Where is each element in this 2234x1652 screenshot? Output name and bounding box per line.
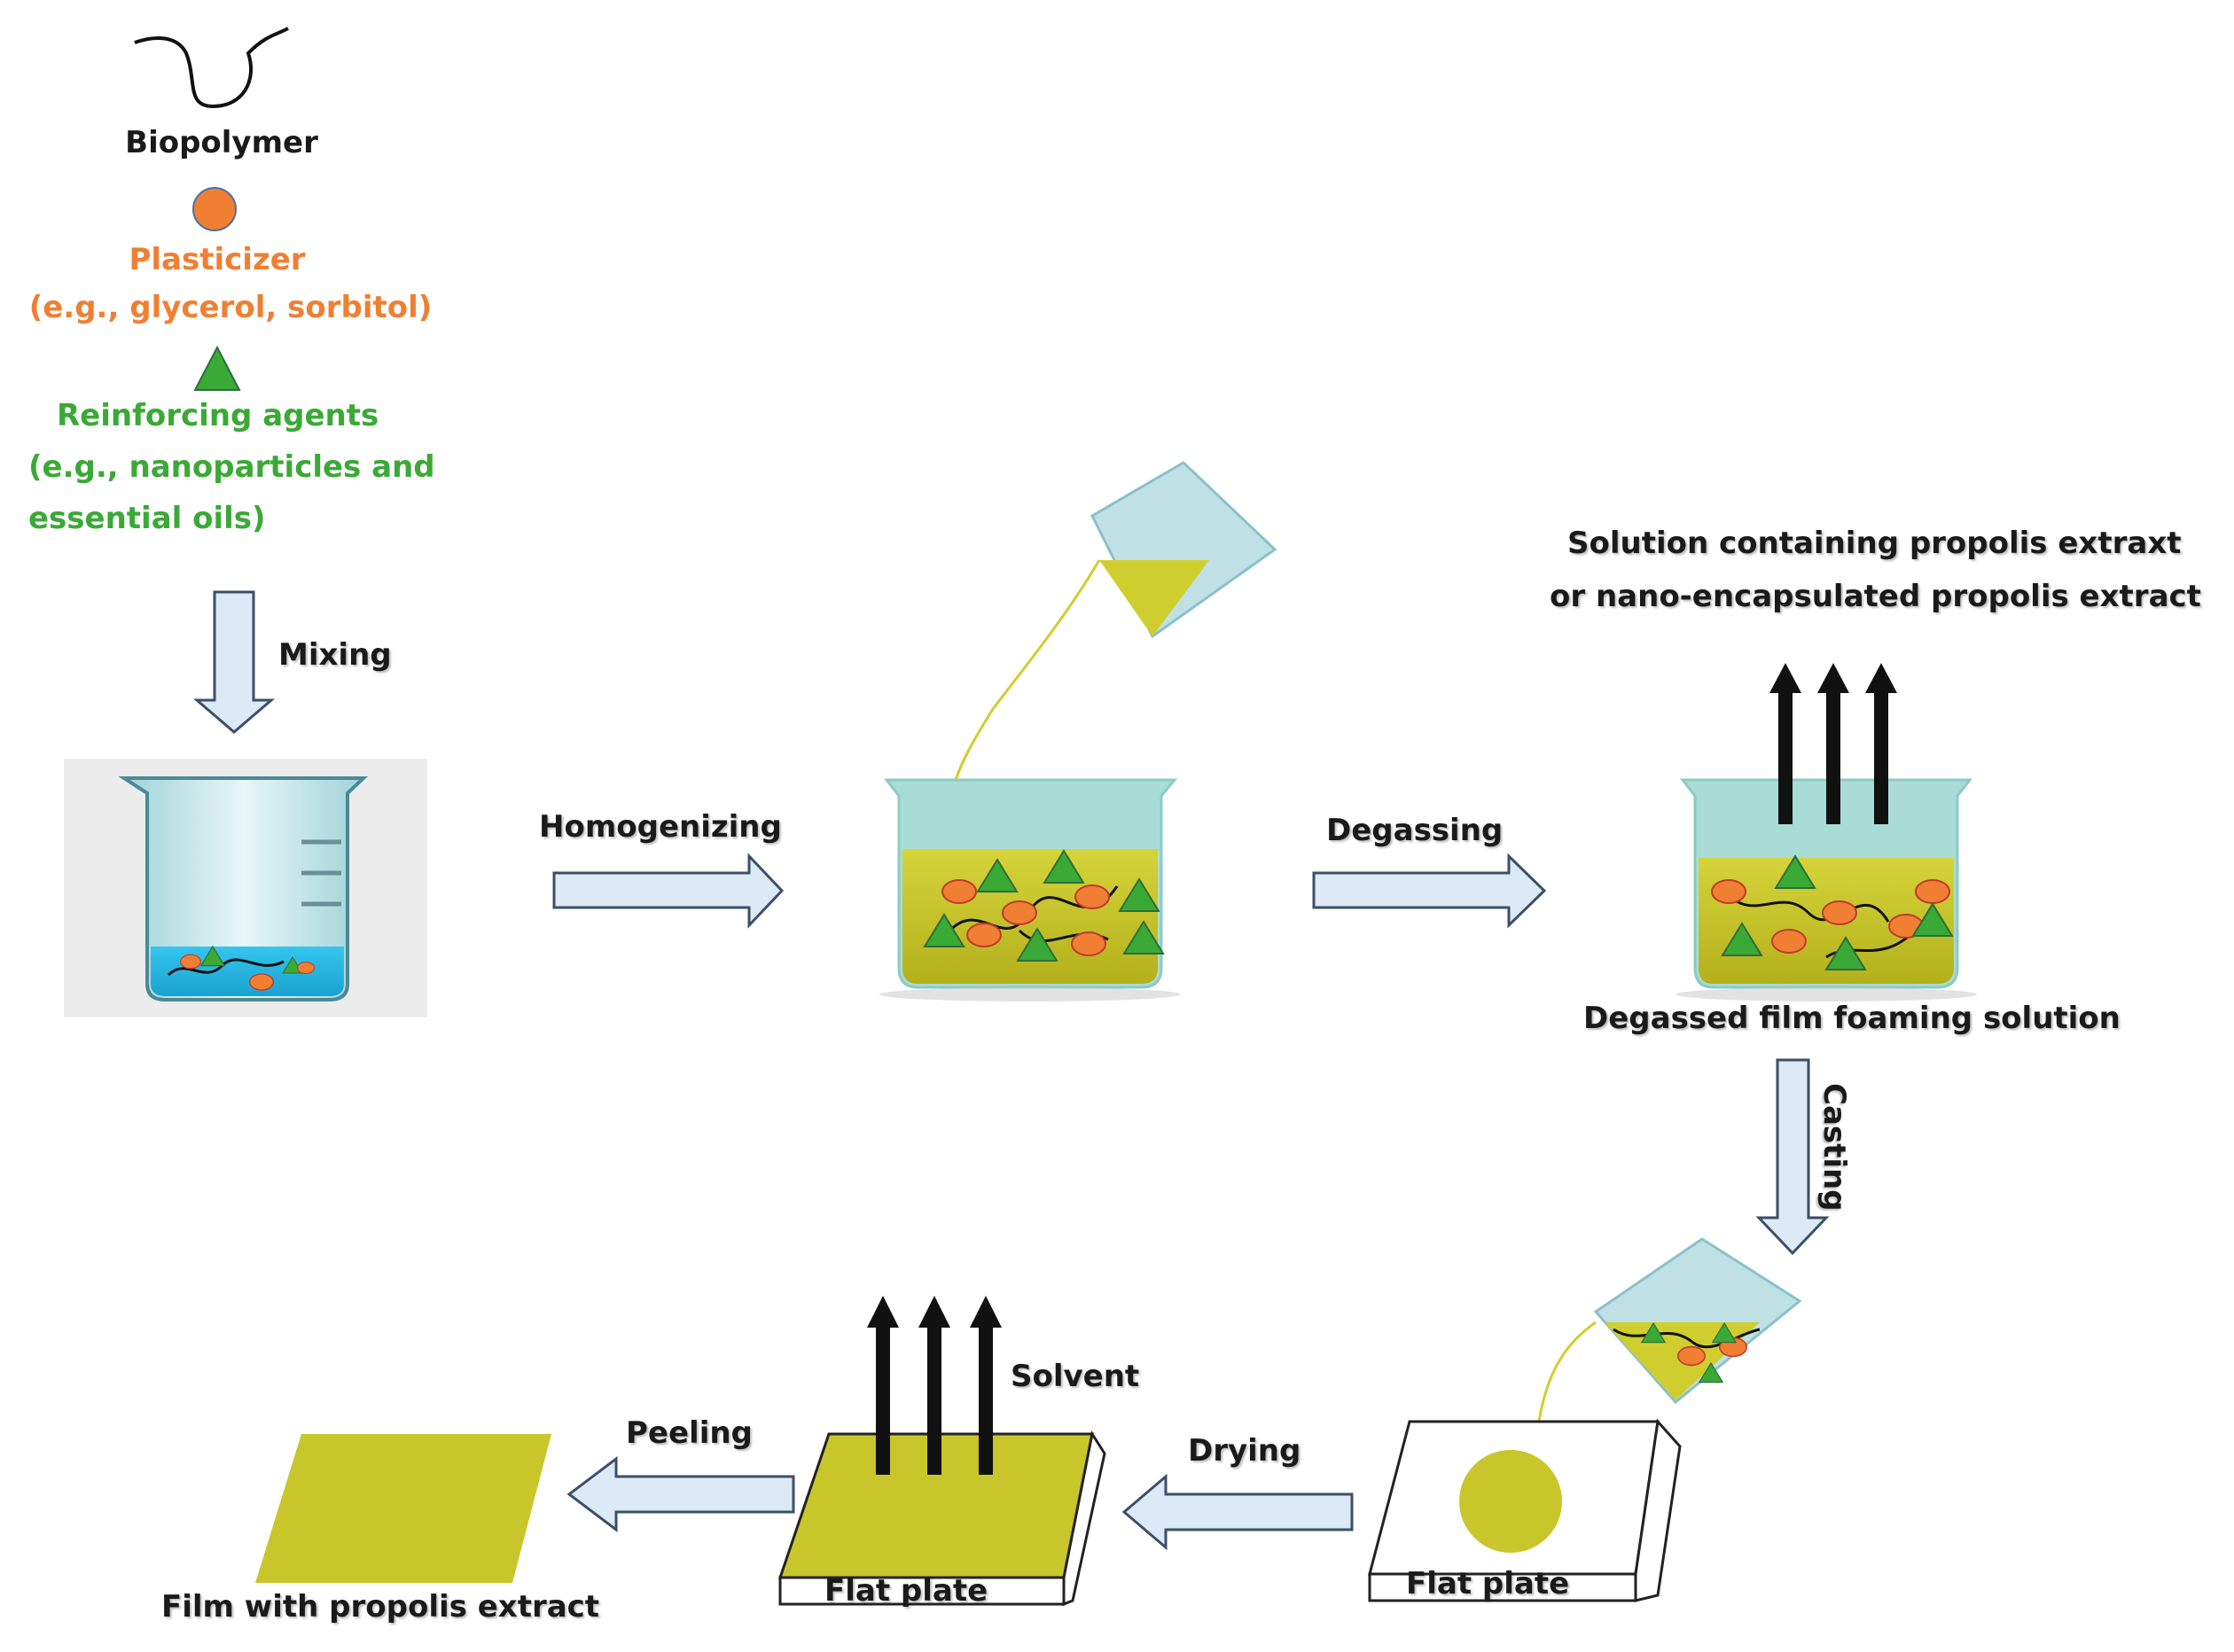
biopolymer-icon bbox=[134, 27, 289, 109]
solvent-arrows bbox=[867, 1296, 1002, 1475]
degassing-label: Degassing bbox=[1326, 813, 1504, 848]
beaker-degassed bbox=[1676, 778, 1977, 1001]
drying-arrow bbox=[1121, 1473, 1354, 1551]
beaker-homogenizing bbox=[879, 778, 1181, 1001]
mixing-label: Mixing bbox=[278, 637, 392, 673]
degassed-solution-label: Degassed film foaming solution bbox=[1583, 1001, 2121, 1036]
degassing-arrow bbox=[1312, 853, 1547, 929]
cast-film-solution bbox=[1459, 1450, 1562, 1553]
beaker-mixing bbox=[64, 759, 427, 1017]
gas-release-arrows bbox=[1769, 663, 1897, 824]
peeling-label: Peeling bbox=[626, 1415, 753, 1451]
solvent-label: Solvent bbox=[1011, 1359, 1140, 1394]
homogenizing-label: Homogenizing bbox=[539, 809, 782, 845]
peeling-arrow bbox=[566, 1455, 795, 1533]
propolis-film bbox=[255, 1434, 551, 1583]
flat-plate-casting bbox=[1368, 1418, 1682, 1602]
propolis-solution-line1: Solution containing propolis extraxt bbox=[1567, 526, 2182, 561]
plasticizer-label: Plasticizer bbox=[129, 242, 306, 277]
pouring-cup-1 bbox=[954, 461, 1277, 781]
biopolymer-label: Biopolymer bbox=[125, 125, 318, 160]
casting-label: Casting bbox=[1816, 1083, 1852, 1212]
reinforcing-examples-1: (e.g., nanoparticles and bbox=[28, 449, 435, 485]
homogenizing-arrow bbox=[552, 853, 785, 929]
reinforcing-label: Reinforcing agents bbox=[57, 398, 379, 433]
plasticizer-icon bbox=[192, 187, 237, 231]
reinforcing-examples-2: essential oils) bbox=[28, 501, 266, 536]
flat-plate-label-casting: Flat plate bbox=[1406, 1566, 1570, 1601]
casting-arrow bbox=[1755, 1058, 1830, 1256]
flat-plate-drying bbox=[777, 1430, 1106, 1607]
reinforcing-agent-icon bbox=[193, 345, 241, 391]
drying-label: Drying bbox=[1188, 1433, 1301, 1469]
mixing-arrow bbox=[192, 590, 276, 734]
film-label: Film with propolis extract bbox=[161, 1589, 600, 1625]
propolis-solution-line2: or nano-encapsulated propolis extract bbox=[1550, 579, 2201, 614]
flat-plate-label-drying: Flat plate bbox=[824, 1573, 988, 1609]
plasticizer-examples: (e.g., glycerol, sorbitol) bbox=[28, 290, 433, 325]
